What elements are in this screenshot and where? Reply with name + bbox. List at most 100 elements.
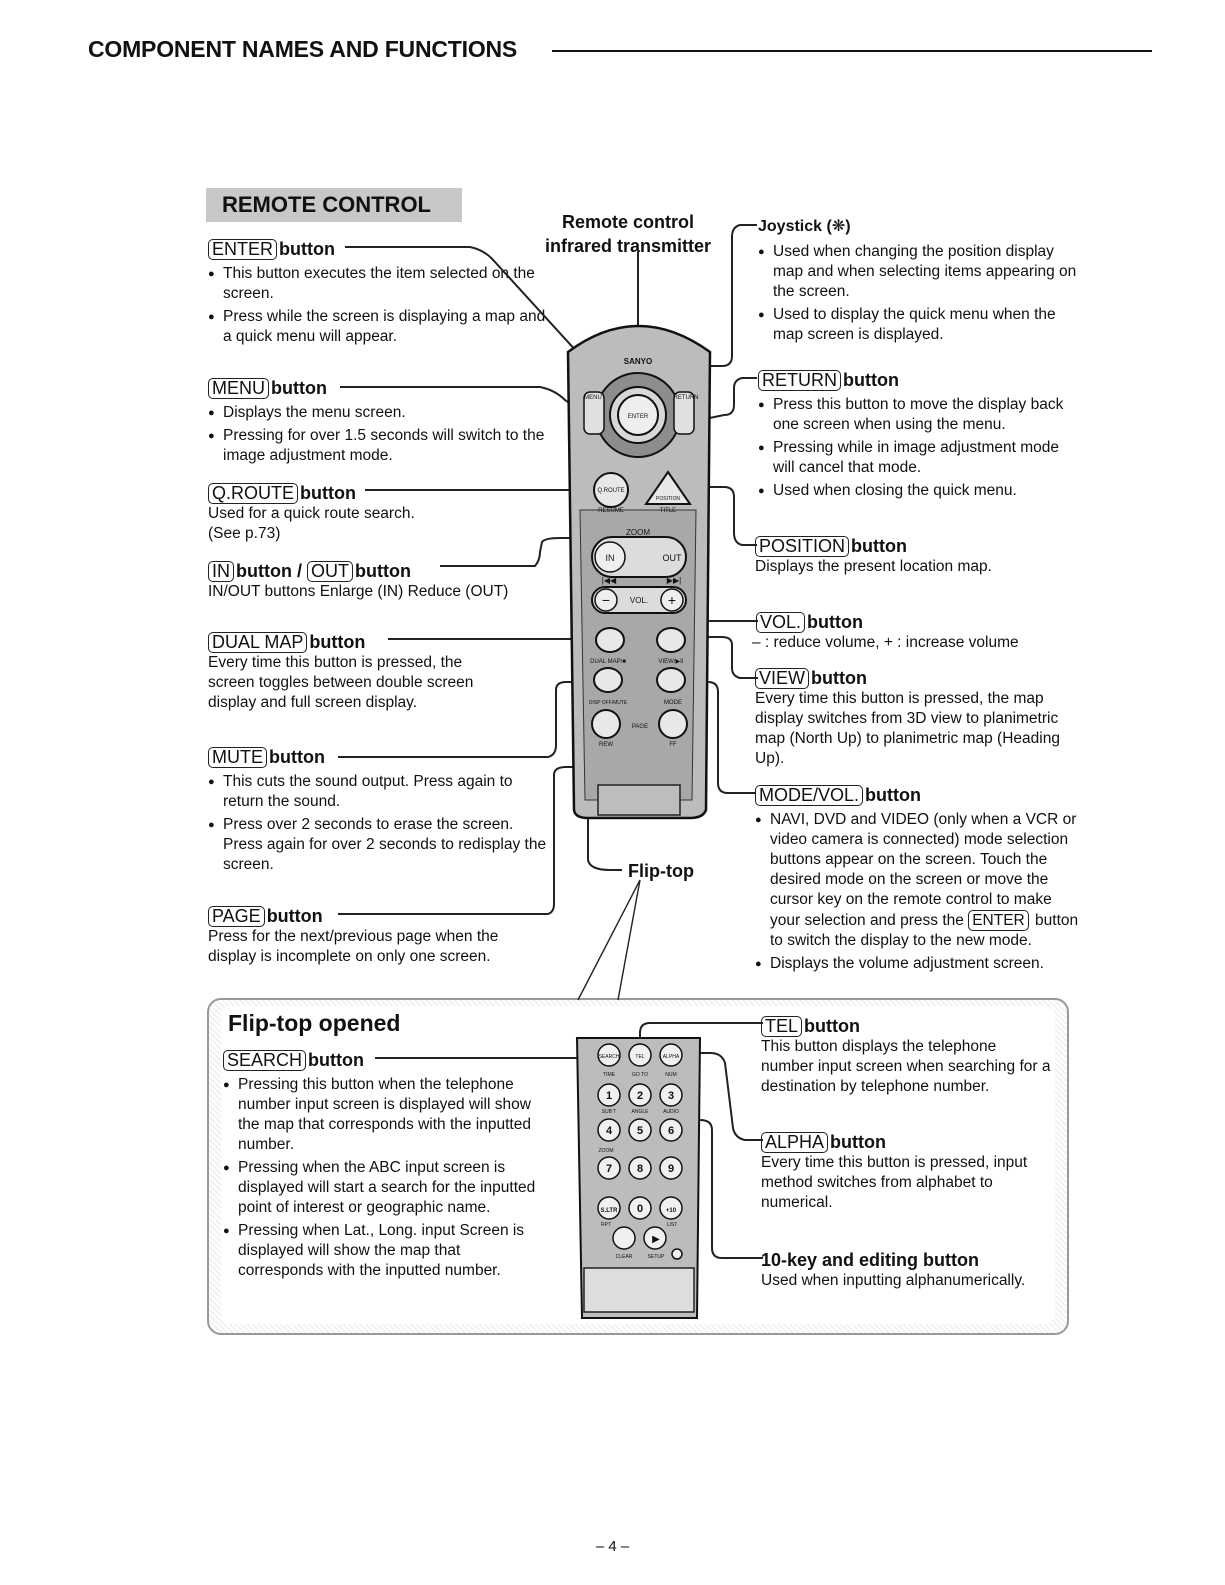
remote-enter-label: ENTER	[628, 414, 649, 420]
remote-labels: SANYO MENU ENTER RETURN Q.ROUTE POSITION…	[584, 357, 698, 748]
inout-text: IN/OUT buttons Enlarge (IN) Reduce (OUT)	[208, 583, 509, 600]
remote-rew-label: REW	[599, 742, 613, 748]
modevol-word: button	[865, 785, 921, 805]
menu-bullet-2: Pressing for over 1.5 seconds will switc…	[208, 426, 548, 466]
keypad-key-2-1	[628, 1156, 652, 1180]
menu-word: button	[271, 378, 327, 398]
title-rule	[552, 50, 1152, 52]
search-bullet-3: Pressing when Lat., Long. input Screen i…	[223, 1221, 543, 1281]
dualmap-key: DUAL MAP	[208, 632, 308, 653]
keypad-key-label-1-2: 6	[668, 1125, 674, 1137]
mute-word: button	[269, 747, 325, 767]
keypad-key-2-2	[659, 1156, 683, 1180]
remote-menu-label: MENU	[584, 395, 602, 401]
enter-word: button	[279, 239, 335, 259]
vol-section: VOL.button – : reduce volume, + : increa…	[752, 611, 1082, 653]
modevol-heading: MODE/VOL.button	[755, 784, 1083, 806]
tenkey-heading: 10-key and editing button	[761, 1250, 980, 1270]
keypad-setup-label: SETUP	[648, 1254, 665, 1260]
qroute-word: button	[300, 483, 356, 503]
position-text: Displays the present location map.	[755, 558, 992, 575]
modevol-bullet-1-post: button to switch the display to the new …	[770, 912, 1079, 949]
mute-bullet-2: Press over 2 seconds to erase the screen…	[208, 815, 548, 875]
modevol-bullet-1-pre: NAVI, DVD and VIDEO (only when a VCR or …	[770, 811, 1077, 929]
keypad-play-key	[643, 1226, 667, 1250]
keypad-tel-key	[628, 1043, 652, 1067]
keypad-zoom-label: ZOOM	[599, 1148, 614, 1154]
in-key: IN	[208, 561, 234, 582]
keypad-key-2-0	[597, 1156, 621, 1180]
keypad-sub-0: SUB T	[602, 1109, 617, 1115]
leader-fliptop	[587, 778, 622, 871]
page-word: button	[266, 906, 323, 926]
return-word: button	[843, 370, 899, 390]
leader-tenkey	[690, 1119, 763, 1259]
keypad-key-label-2-0: 7	[606, 1163, 612, 1175]
modevol-bullet-1: NAVI, DVD and VIDEO (only when a VCR or …	[755, 810, 1083, 951]
search-bullet-1: Pressing this button when the telephone …	[223, 1075, 543, 1155]
keypad-key-3-1	[628, 1196, 652, 1220]
leader-return	[699, 377, 757, 421]
vol-key: VOL.	[756, 612, 806, 633]
transmitter-label-line2: infrared transmitter	[544, 236, 712, 256]
keypad-clear-label: CLEAR	[616, 1254, 633, 1260]
remote-resume-label: RESUME	[598, 508, 624, 514]
vol-minus-remote	[594, 588, 618, 612]
joystick-bullet-2: Used to display the quick menu when the …	[758, 305, 1078, 345]
inout-word: button	[355, 561, 411, 581]
inout-mid: button /	[236, 561, 302, 581]
keypad-play-icon: ▶	[652, 1234, 660, 1245]
keypad-key-label-2-2: 9	[668, 1163, 674, 1175]
qroute-text-2: (See p.73)	[208, 525, 281, 542]
remote-dual-label: DUAL MAP/■	[590, 659, 626, 665]
remote-plus-label: +	[668, 592, 676, 608]
keypad-sub-2: AUDIO	[663, 1109, 679, 1115]
keypad-key-0-0	[597, 1083, 621, 1107]
enter-button-remote	[617, 394, 659, 436]
keypad-toplbl-0: TIME	[603, 1072, 616, 1078]
remote-zoom-label: ZOOM	[626, 528, 650, 537]
return-bullet-3: Used when closing the quick menu.	[758, 481, 1078, 501]
menu-button-remote	[583, 391, 605, 435]
remote-mode-label: MODE	[664, 700, 682, 706]
remote-position-label: POSITION	[656, 496, 680, 502]
remote-page-label: PAGE	[632, 724, 648, 730]
section-title: REMOTE CONTROL	[206, 188, 462, 222]
dualmap-button-remote	[595, 627, 625, 653]
remote-disp-label: DISP OFF/MUTE	[589, 700, 628, 706]
mode-button-remote	[656, 667, 686, 693]
tel-key: TEL	[761, 1016, 803, 1037]
leader-inout	[440, 537, 605, 567]
remote-prev-label: |◀◀	[602, 576, 617, 585]
keypad-toplbl-1: GO TO	[632, 1072, 648, 1078]
search-word: button	[308, 1050, 364, 1070]
dualmap-text: Every time this button is pressed, the s…	[208, 654, 474, 711]
remote-view-label: VIEW/▶II	[659, 659, 684, 665]
keypad-toplbl-2: NUM	[665, 1072, 676, 1078]
modevol-section: MODE/VOL.button NAVI, DVD and VIDEO (onl…	[755, 784, 1083, 977]
keypad-sub-1: ANGLE	[632, 1109, 650, 1115]
keypad-tel-label: TEL	[635, 1054, 644, 1060]
alpha-key: ALPHA	[761, 1132, 829, 1153]
keypad-key-label-0-2: 3	[668, 1090, 674, 1102]
keypad-rpt-label: RPT	[601, 1222, 611, 1228]
enter-bullet-1: This button executes the item selected o…	[208, 264, 548, 304]
keypad-key-0-2	[659, 1083, 683, 1107]
page-text: Press for the next/previous page when th…	[208, 928, 499, 965]
remote-ff-label: FF	[669, 742, 677, 748]
remote-brand: SANYO	[624, 357, 652, 366]
keypad-key-1-2	[659, 1118, 683, 1142]
